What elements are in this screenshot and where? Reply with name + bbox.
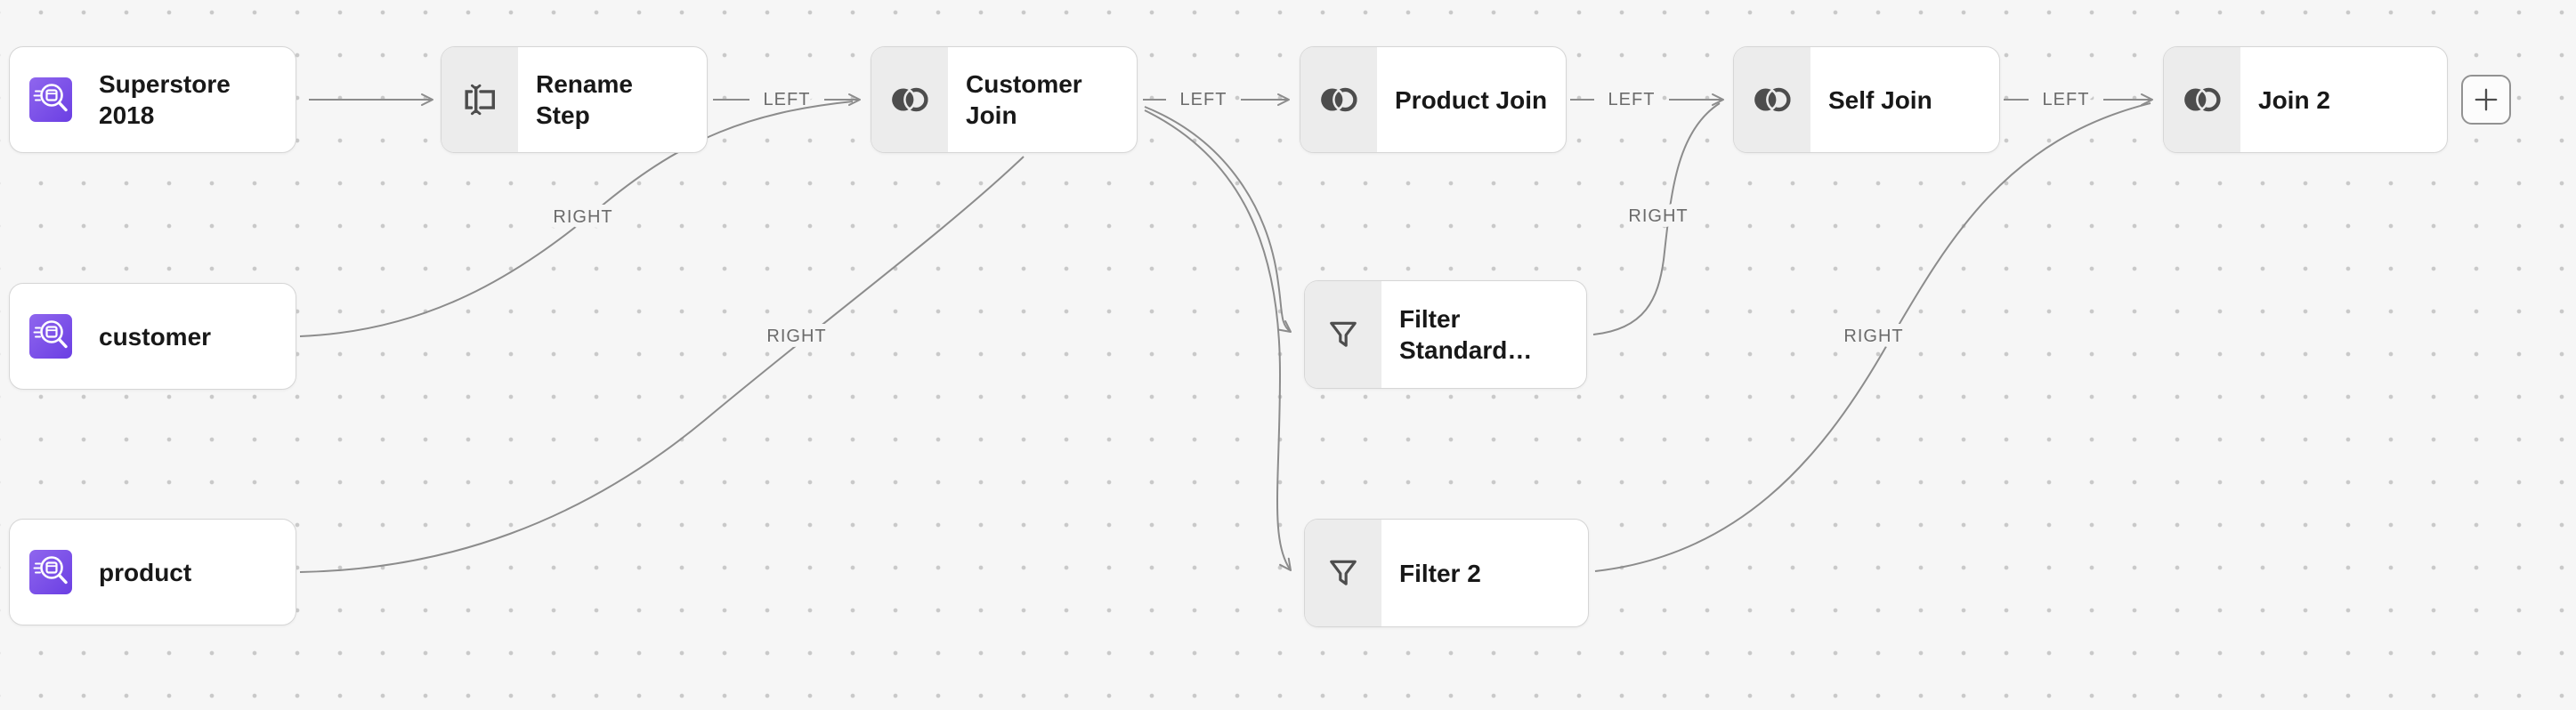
edge-label: RIGHT: [553, 207, 612, 227]
join-icon: [1300, 47, 1377, 152]
node-label: Customer Join: [966, 70, 1082, 129]
node-label: product: [99, 558, 192, 586]
dataset-icon: [29, 314, 72, 359]
edge-product-to-customer-join: RIGHT: [299, 156, 1025, 573]
add-node-button[interactable]: [2461, 75, 2511, 125]
node-product[interactable]: product: [9, 519, 296, 625]
edge-label: RIGHT: [1628, 206, 1688, 226]
join-icon: [871, 47, 948, 152]
node-label: Superstore 2018: [99, 70, 231, 129]
edge-label: LEFT: [2043, 90, 2090, 109]
node-label: Product Join: [1395, 85, 1548, 114]
edge-label: LEFT: [764, 90, 811, 109]
node-customer-join[interactable]: Customer Join: [871, 46, 1138, 153]
edge-label: RIGHT: [766, 327, 826, 346]
node-label: Filter Standard…: [1399, 305, 1533, 364]
node-superstore-2018[interactable]: Superstore 2018: [9, 46, 296, 153]
edge-label: LEFT: [1180, 90, 1227, 109]
filter-icon: [1305, 281, 1381, 388]
edge-filter-standard-to-self-join: RIGHT: [1592, 102, 1721, 335]
edge-label: LEFT: [1608, 90, 1656, 109]
dataset-icon: [29, 77, 72, 122]
rename-icon: [441, 47, 518, 152]
node-filter-2[interactable]: Filter 2: [1304, 519, 1589, 627]
node-filter-standard[interactable]: Filter Standard…: [1304, 280, 1587, 389]
node-self-join[interactable]: Self Join: [1733, 46, 2000, 153]
edge-customer-join-to-filter-standard: [1144, 106, 1292, 333]
node-label: Join 2: [2258, 85, 2330, 114]
edge-rename-to-customer-join: LEFT: [713, 85, 861, 115]
node-product-join[interactable]: Product Join: [1300, 46, 1567, 153]
node-label: Filter 2: [1399, 559, 1481, 587]
edge-label: RIGHT: [1843, 327, 1903, 346]
dataset-icon: [29, 550, 72, 594]
join-icon: [1734, 47, 1810, 152]
node-customer[interactable]: customer: [9, 283, 296, 390]
node-join-2[interactable]: Join 2: [2163, 46, 2448, 153]
node-label: customer: [99, 322, 212, 351]
edge-filter-2-to-join-2: RIGHT: [1594, 102, 2151, 572]
node-label: Rename Step: [536, 70, 633, 129]
node-rename-step[interactable]: Rename Step: [441, 46, 708, 153]
edge-customer-join-to-filter-2: [1144, 109, 1292, 571]
filter-icon: [1305, 520, 1381, 626]
join-icon: [2164, 47, 2240, 152]
edge-customer-join-to-product-join: LEFT: [1143, 85, 1290, 115]
edge-self-join-to-join-2: LEFT: [2004, 85, 2153, 115]
edge-product-join-to-self-join: LEFT: [1570, 85, 1724, 115]
plus-icon: [2475, 88, 2498, 111]
node-label: Self Join: [1828, 85, 1932, 114]
